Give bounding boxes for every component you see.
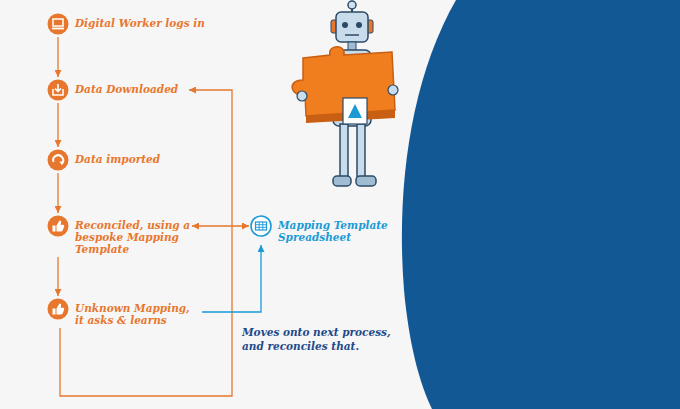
flow-arrow bbox=[57, 103, 58, 147]
step-icon bbox=[250, 215, 272, 237]
flow-arrow bbox=[57, 173, 58, 213]
flow-arrow bbox=[57, 37, 58, 77]
icon-glyph bbox=[256, 222, 267, 230]
process-step: Reconciled, using a bespoke Mapping Temp… bbox=[47, 215, 191, 255]
flow-arrow bbox=[60, 90, 232, 396]
background-curve bbox=[402, 0, 680, 409]
step-icon bbox=[47, 79, 69, 101]
connector-layer bbox=[58, 37, 261, 396]
robot-antenna-bulb bbox=[348, 1, 356, 9]
process-step: Unknown Mapping, it asks & learns bbox=[47, 298, 201, 326]
icon-circle bbox=[48, 150, 69, 171]
step-icon bbox=[47, 298, 69, 320]
robot-illustration bbox=[292, 1, 398, 186]
step-text: Mapping Template Spreadsheet bbox=[278, 215, 390, 243]
robot-mouth bbox=[345, 34, 359, 36]
icon-glyph bbox=[53, 304, 65, 315]
step-text: Unknown Mapping, it asks & learns bbox=[75, 298, 201, 326]
note-text: Moves onto next process, and reconciles … bbox=[242, 325, 392, 353]
icon-circle bbox=[48, 14, 69, 35]
step-text: Data Downloaded bbox=[75, 79, 188, 95]
robot-chest-logo bbox=[348, 104, 362, 118]
icon-glyph bbox=[53, 19, 63, 26]
icon-circle bbox=[48, 80, 69, 101]
robot-foot bbox=[356, 176, 376, 186]
step-icon bbox=[47, 215, 69, 237]
icon-glyph bbox=[53, 304, 65, 315]
icon-glyph bbox=[52, 19, 64, 29]
step-text: Digital Worker logs in bbox=[75, 13, 227, 29]
icon-glyph bbox=[53, 221, 65, 232]
icon-circle bbox=[48, 216, 69, 237]
icon-glyph bbox=[53, 221, 65, 232]
icon-glyph bbox=[256, 222, 267, 230]
robot-leg bbox=[340, 124, 348, 178]
robot-hand bbox=[297, 91, 307, 101]
step-text: Reconciled, using a bespoke Mapping Temp… bbox=[75, 215, 191, 255]
icon-circle bbox=[251, 216, 271, 236]
flow-arrow bbox=[192, 225, 249, 226]
icon-glyph bbox=[52, 28, 64, 30]
robot-hand bbox=[388, 85, 398, 95]
flow-arrow bbox=[202, 245, 261, 312]
flow-arrow bbox=[57, 257, 58, 296]
icon-glyph bbox=[53, 155, 63, 165]
icon-glyph bbox=[60, 162, 64, 166]
step-icon bbox=[47, 149, 69, 171]
resource-node: Mapping Template Spreadsheet bbox=[250, 215, 390, 243]
robot-chest-plate bbox=[343, 98, 367, 124]
robot-leg bbox=[357, 124, 365, 178]
robot-eye bbox=[342, 22, 348, 28]
process-step: Digital Worker logs in bbox=[47, 13, 227, 35]
robot-head bbox=[336, 12, 368, 42]
icon-glyph bbox=[53, 84, 63, 95]
robot-eye bbox=[356, 22, 362, 28]
icon-circle bbox=[48, 299, 69, 320]
step-text: Data imported bbox=[75, 149, 197, 165]
step-icon bbox=[47, 13, 69, 35]
robot-foot bbox=[333, 176, 351, 186]
process-step: Data imported bbox=[47, 149, 197, 171]
icon-glyph bbox=[55, 84, 61, 92]
process-step: Data Downloaded bbox=[47, 79, 188, 101]
